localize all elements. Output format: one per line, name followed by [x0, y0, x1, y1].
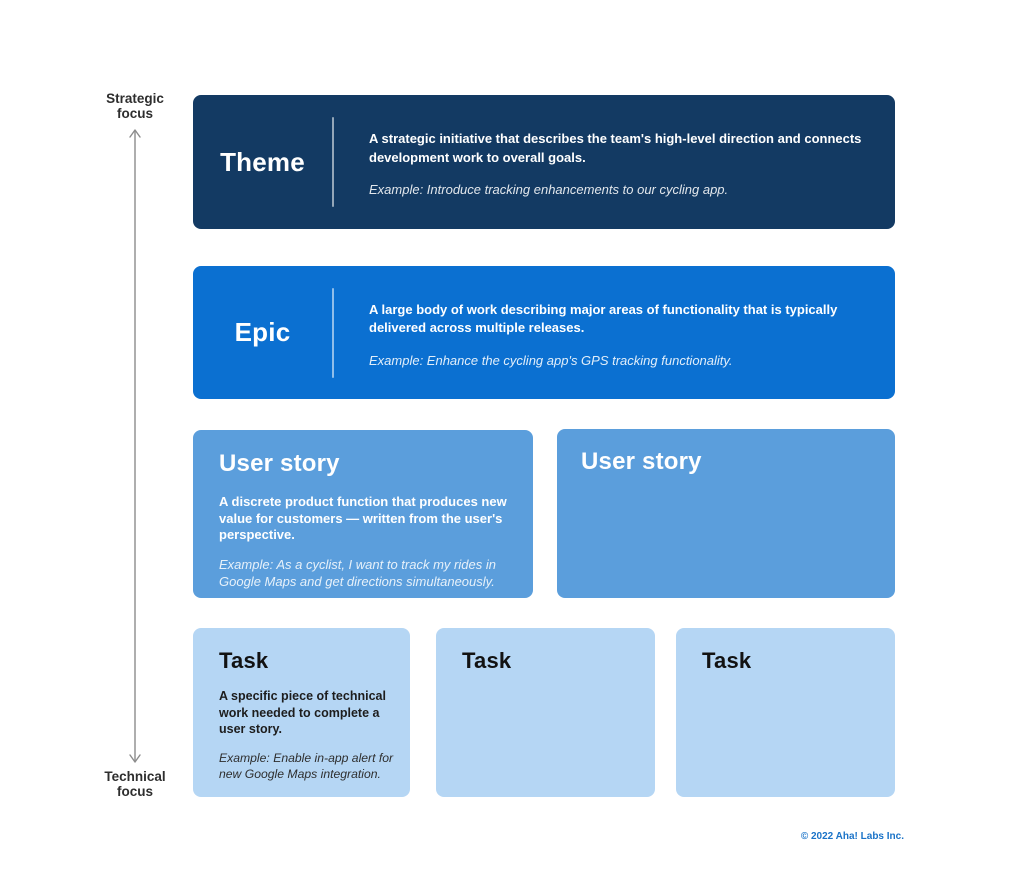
epic-divider	[332, 287, 334, 378]
epic-title-column: Epic	[193, 317, 332, 348]
theme-body: A strategic initiative that describes th…	[369, 124, 873, 199]
epic-title: Epic	[234, 317, 291, 347]
copyright-text: © 2022 Aha! Labs Inc.	[800, 831, 904, 842]
task-2-title: Task	[462, 648, 512, 673]
task-card-2: Task	[436, 628, 655, 797]
axis-label-strategic-focus: Strategic focus	[106, 91, 164, 122]
theme-title: Theme	[220, 146, 305, 177]
task-3-title: Task	[702, 648, 752, 673]
user-story-1-example: Example: As a cyclist, I want to track m…	[219, 556, 496, 589]
user-story-card-2: User story	[557, 429, 895, 598]
task-1-description: A specific piece of technical work neede…	[219, 689, 386, 736]
user-story-1-title: User story	[219, 450, 340, 477]
task-1-example: Example: Enable in-app alert for new Goo…	[219, 750, 394, 782]
user-story-card-1: User story A discrete product function t…	[193, 430, 533, 598]
epic-body: A large body of work describing major ar…	[369, 295, 849, 370]
task-1-title: Task	[219, 648, 269, 673]
theme-title-column: Theme	[193, 147, 332, 178]
task-card-1: Task A specific piece of technical work …	[193, 628, 410, 797]
axis-label-technical-focus: Technical focus	[104, 769, 166, 800]
epic-description: A large body of work describing major ar…	[369, 301, 838, 336]
theme-card: Theme A strategic initiative that descri…	[193, 95, 895, 229]
vertical-axis-arrow-icon	[129, 129, 141, 763]
task-card-3: Task	[676, 628, 895, 797]
epic-card: Epic A large body of work describing maj…	[193, 266, 895, 399]
epic-example: Example: Enhance the cycling app's GPS t…	[369, 352, 733, 368]
user-story-2-title: User story	[581, 448, 702, 475]
theme-example: Example: Introduce tracking enhancements…	[369, 182, 729, 198]
theme-description: A strategic initiative that describes th…	[369, 131, 862, 165]
theme-divider	[332, 117, 334, 207]
user-story-1-description: A discrete product function that produce…	[219, 494, 507, 543]
